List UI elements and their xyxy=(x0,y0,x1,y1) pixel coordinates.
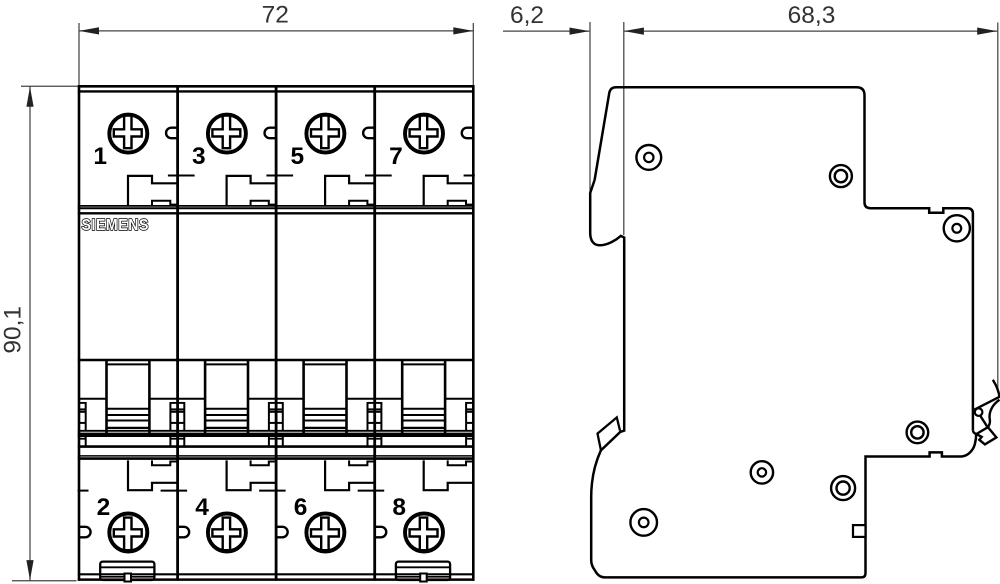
svg-text:3: 3 xyxy=(192,143,206,170)
svg-text:8: 8 xyxy=(392,494,406,521)
svg-text:90,1: 90,1 xyxy=(0,306,26,354)
svg-text:SIEMENS: SIEMENS xyxy=(82,217,150,234)
svg-text:7: 7 xyxy=(389,143,403,170)
svg-text:72: 72 xyxy=(262,2,289,29)
svg-text:6: 6 xyxy=(294,494,308,521)
svg-text:4: 4 xyxy=(195,494,209,521)
svg-text:1: 1 xyxy=(93,143,107,170)
svg-text:2: 2 xyxy=(97,494,111,521)
svg-text:6,2: 6,2 xyxy=(510,2,544,29)
svg-text:68,3: 68,3 xyxy=(788,2,836,29)
svg-text:5: 5 xyxy=(290,143,304,170)
